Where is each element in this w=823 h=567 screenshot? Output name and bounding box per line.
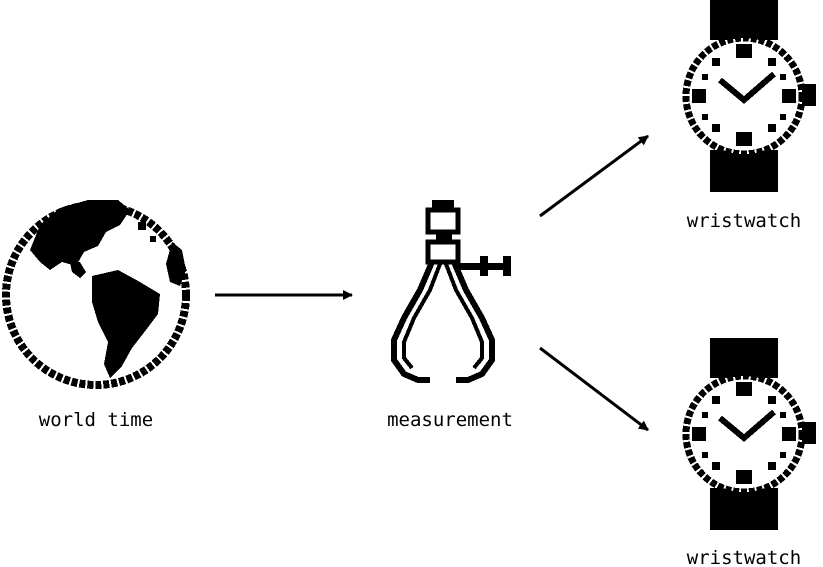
edge-measurement-to-wristwatch-1 (539, 134, 649, 218)
wristwatch-icon (682, 338, 816, 530)
edge-measurement-to-wristwatch-2 (539, 346, 649, 432)
node-label-measurement: measurement (387, 409, 513, 431)
node-label-world-time: world time (39, 409, 153, 431)
node-label-wristwatch-1: wristwatch (687, 210, 801, 232)
wristwatch-icon (682, 0, 816, 192)
node-label-wristwatch-2: wristwatch (687, 547, 801, 567)
caliper-icon (391, 200, 511, 383)
globe-icon (2, 200, 190, 389)
edges (215, 134, 649, 432)
